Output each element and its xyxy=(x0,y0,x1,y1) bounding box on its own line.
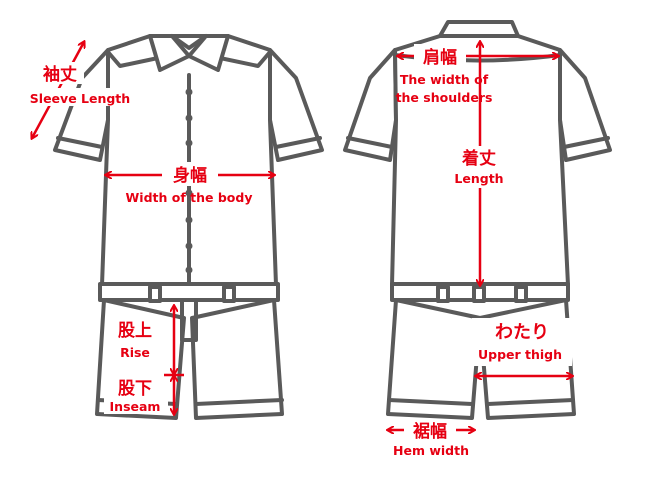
front-yoke-left xyxy=(106,50,160,68)
front-right-sleeve-cuff xyxy=(274,136,322,149)
sleeve-length-label-jp: 袖丈 xyxy=(43,64,77,85)
front-collar-right xyxy=(187,34,230,72)
shoulder-width-label-en-line1: The width of xyxy=(400,72,489,87)
front-button xyxy=(185,139,193,147)
front-belt-loop-left xyxy=(148,285,162,303)
back-right-hem-cuff xyxy=(486,398,575,406)
back-left-hem-cuff xyxy=(387,398,474,406)
back-left-sleeve-cuff xyxy=(346,136,394,149)
shoulder-width-label-en-line2: the shoulders xyxy=(396,90,493,105)
front-button xyxy=(185,266,193,274)
front-button xyxy=(185,114,193,122)
hem-width-label-jp: 裾幅 xyxy=(413,421,447,442)
front-button xyxy=(185,88,193,96)
back-right-sleeve-cuff xyxy=(562,136,610,149)
back-collar xyxy=(438,20,520,38)
front-shorts-right-leg xyxy=(190,298,284,420)
back-belt-loop-center xyxy=(472,285,486,303)
front-button xyxy=(185,242,193,250)
sleeve-length-label-en: Sleeve Length xyxy=(30,91,130,106)
front-button xyxy=(185,216,193,224)
thigh-label-en: Upper thigh xyxy=(478,347,562,362)
front-right-hem-cuff xyxy=(194,398,284,406)
front-button xyxy=(185,189,193,197)
rise-label-en: Rise xyxy=(120,345,150,360)
inseam-label-en: Inseam xyxy=(110,399,161,414)
hem-width-label-en: Hem width xyxy=(393,443,469,458)
back-belt-loop-left xyxy=(436,285,450,303)
front-yoke-right xyxy=(218,50,272,68)
front-belt-loop-right xyxy=(222,285,236,303)
shoulder-width-label-jp: 肩幅 xyxy=(423,47,457,68)
rise-label-jp: 股上 xyxy=(118,321,152,341)
thigh-label-jp: わたり xyxy=(495,322,549,343)
front-fly xyxy=(180,298,198,342)
front-collar-band xyxy=(170,34,208,50)
body-width-label-en: Width of the body xyxy=(126,190,253,205)
front-waistband xyxy=(98,282,280,302)
length-label-en: Length xyxy=(454,171,503,186)
back-shorts-left-leg xyxy=(386,298,482,420)
back-belt-loop-right xyxy=(514,285,528,303)
length-label-jp: 着丈 xyxy=(461,148,496,169)
inseam-label-jp: 股下 xyxy=(118,379,152,399)
body-width-label-jp: 身幅 xyxy=(173,165,207,186)
